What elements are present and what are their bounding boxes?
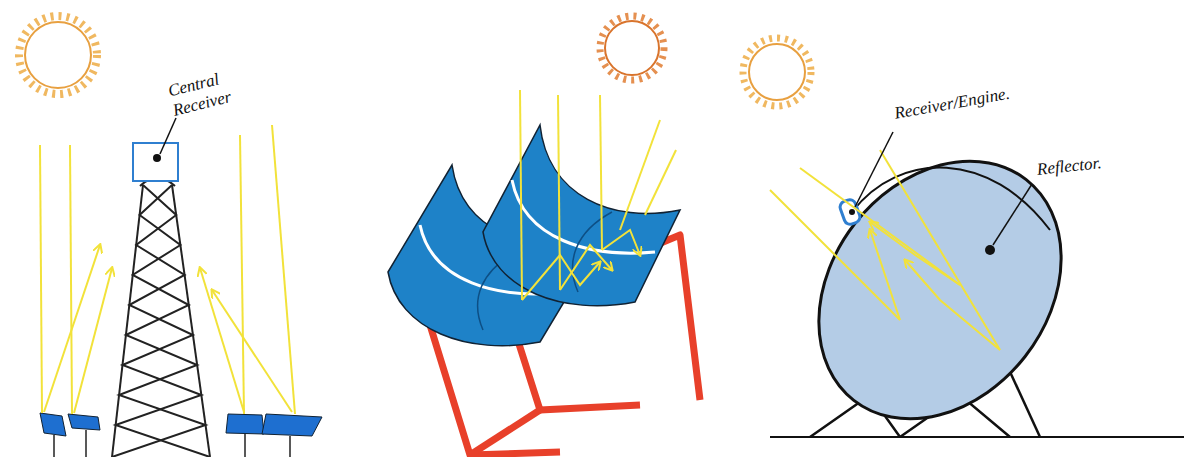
leader-line (855, 132, 893, 207)
leader-line (993, 184, 1032, 245)
sun (743, 38, 811, 106)
trough (483, 125, 680, 306)
sun (19, 16, 97, 94)
leader-dot (985, 245, 995, 255)
sun-rays (40, 125, 295, 414)
central-receiver-box (133, 143, 178, 181)
sun (600, 16, 664, 80)
ground-line (770, 436, 1184, 438)
component-label: Receiver/Engine. (893, 80, 1034, 124)
receiver-arm (852, 168, 1050, 230)
sun-rays (520, 90, 676, 300)
heliostats (40, 413, 322, 436)
leader-line (160, 118, 176, 154)
heliostat-posts (54, 430, 290, 457)
tower (112, 178, 210, 457)
leader-dot (849, 209, 855, 215)
component-label: Reflector. (1036, 150, 1137, 180)
leader-dot (153, 154, 161, 162)
sun-rays (770, 150, 1000, 350)
component-label: Central Receiver (166, 63, 253, 120)
